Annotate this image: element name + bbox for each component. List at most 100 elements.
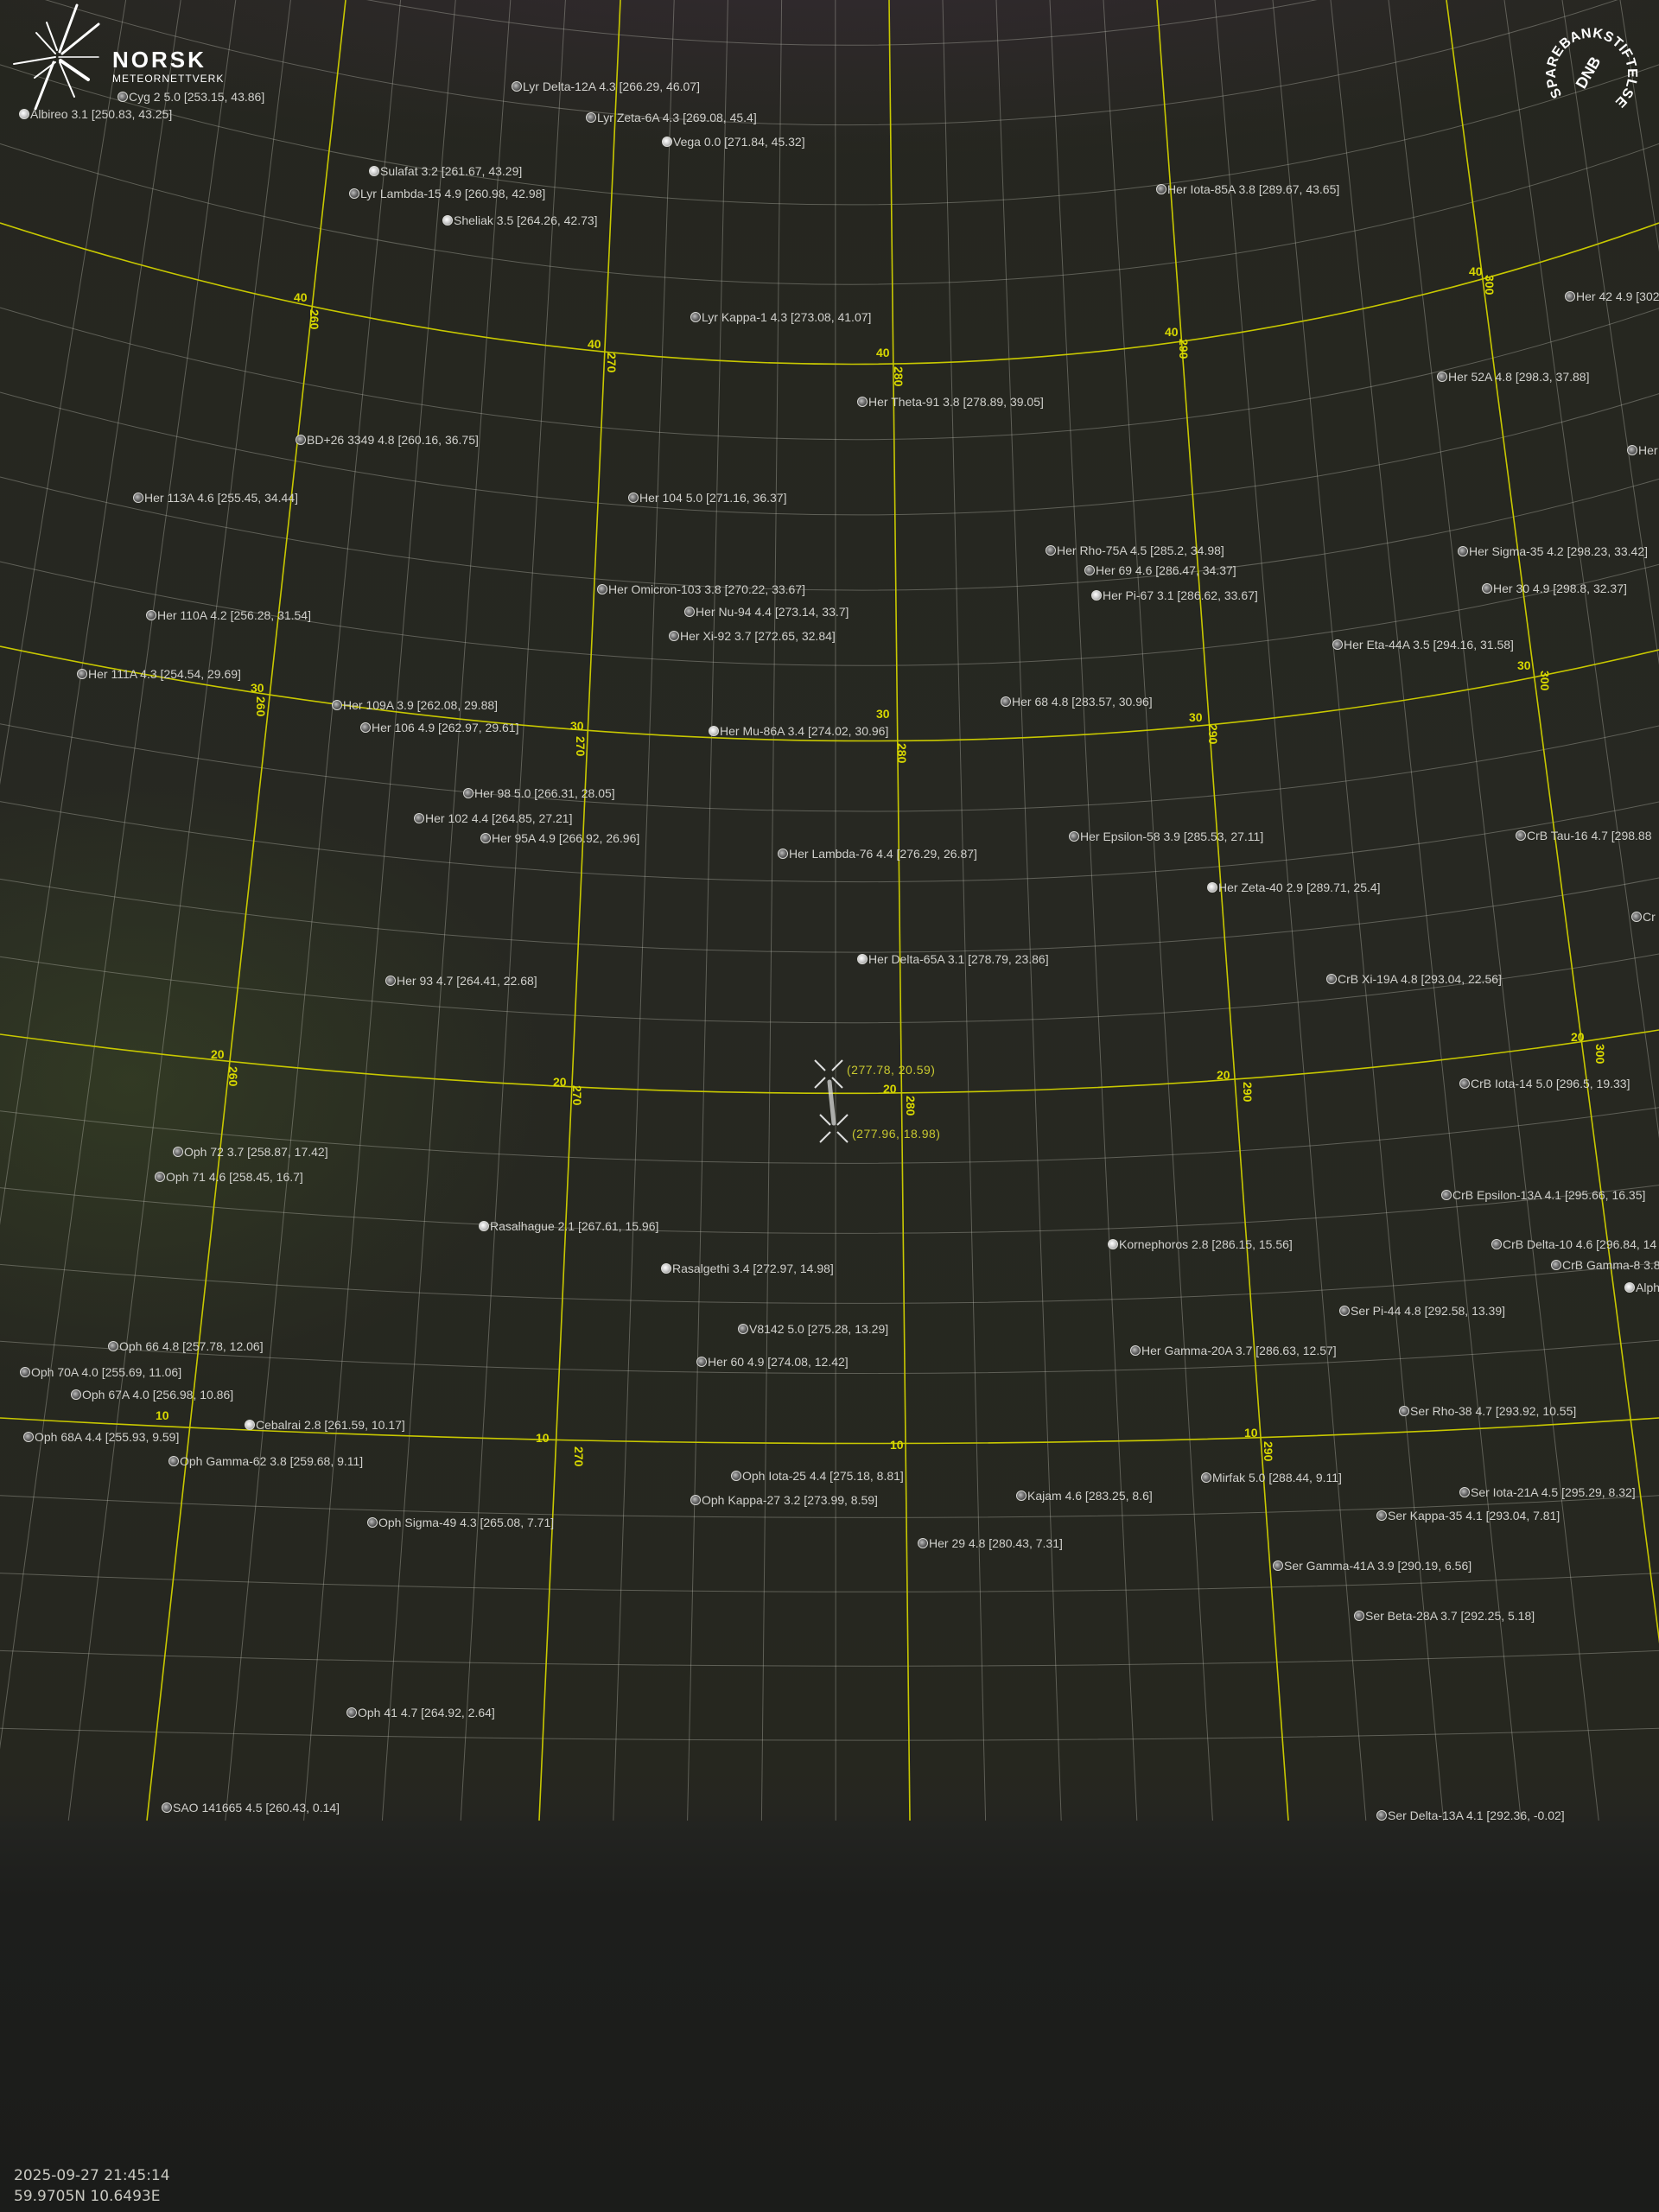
ra-gridline xyxy=(888,0,911,1821)
ra-grid-label: 300 xyxy=(1483,275,1497,296)
star-annotation: Oph 67A 4.0 [256.98, 10.86] xyxy=(71,1388,233,1402)
minor-dec-line xyxy=(0,64,1659,206)
star-annotation: Her Epsilon-58 3.9 [285.53, 27.11] xyxy=(1069,830,1263,843)
ra-grid-label: 280 xyxy=(892,366,906,387)
star-marker-icon xyxy=(1046,545,1056,556)
star-annotation: Oph Sigma-49 4.3 [265.08, 7.71] xyxy=(367,1516,554,1529)
star-marker-icon xyxy=(77,669,87,679)
star-marker-icon xyxy=(1565,291,1575,302)
dec-gridline xyxy=(0,645,1659,742)
star-label: Sheliak 3.5 [264.26, 42.73] xyxy=(454,213,598,227)
star-annotation: V8142 5.0 [275.28, 13.29] xyxy=(738,1322,888,1336)
star-annotation: Her 109A 3.9 [262.08, 29.88] xyxy=(332,698,498,712)
minor-ra-line xyxy=(0,0,181,1226)
dec-grid-label: 40 xyxy=(1469,264,1483,278)
star-marker-icon xyxy=(442,215,453,226)
star-label: V8142 5.0 [275.28, 13.29] xyxy=(749,1322,889,1336)
minor-ra-line xyxy=(760,0,783,1821)
star-label: Oph Sigma-49 4.3 [265.08, 7.71] xyxy=(378,1516,555,1529)
star-label: Her 93 4.7 [264.41, 22.68] xyxy=(397,974,537,988)
star-annotation: Ser Kappa-35 4.1 [293.04, 7.81] xyxy=(1376,1509,1560,1522)
star-label: SAO 141665 4.5 [260.43, 0.14] xyxy=(173,1801,340,1815)
star-annotation: Her Lambda-76 4.4 [276.29, 26.87] xyxy=(778,847,977,861)
star-marker-icon xyxy=(1491,1239,1502,1249)
star-label: Oph 70A 4.0 [255.69, 11.06] xyxy=(31,1365,182,1379)
meteor-streak xyxy=(827,1079,836,1126)
star-annotation: Ser Pi-44 4.8 [292.58, 13.39] xyxy=(1339,1304,1505,1318)
star-annotation: Lyr Lambda-15 4.9 [260.98, 42.98] xyxy=(349,187,545,200)
minor-ra-line xyxy=(225,0,402,1821)
star-annotation: CrB Iota-14 5.0 [296.5, 19.33] xyxy=(1459,1077,1630,1090)
star-annotation: Her 111A 4.3 [254.54, 29.69] xyxy=(77,667,241,681)
star-label: Her Pi-67 3.1 [286.62, 33.67] xyxy=(1103,588,1258,602)
ra-grid-label: 290 xyxy=(1177,339,1191,359)
star-label: CrB Epsilon-13A 4.1 [295.66, 16.35] xyxy=(1452,1188,1646,1202)
star-marker-icon xyxy=(346,1707,357,1718)
star-marker-icon xyxy=(71,1389,81,1400)
minor-dec-line xyxy=(45,0,1618,126)
ra-gridline xyxy=(538,0,621,1821)
star-marker-icon xyxy=(1482,583,1492,594)
star-annotation: Cyg 2 5.0 [253.15, 43.86] xyxy=(118,90,264,104)
star-label: Her Theta-91 3.8 [278.89, 39.05] xyxy=(868,395,1044,409)
dec-grid-label: 30 xyxy=(251,681,264,695)
star-label: Her 69 4.6 [286.47, 34.37] xyxy=(1096,563,1236,577)
star-label: Oph 41 4.7 [264.92, 2.64] xyxy=(358,1706,495,1719)
dec-grid-label: 10 xyxy=(536,1431,550,1445)
star-annotation: Oph 41 4.7 [264.92, 2.64] xyxy=(346,1706,495,1719)
star-marker-icon xyxy=(1156,184,1166,194)
minor-ra-line xyxy=(381,0,512,1821)
star-marker-icon xyxy=(367,1517,378,1528)
dec-gridline xyxy=(0,1029,1659,1095)
star-marker-icon xyxy=(463,788,474,798)
star-label: CrB Gamma-8 3.8 xyxy=(1562,1258,1659,1272)
minor-dec-line xyxy=(0,1107,1659,1164)
star-marker-icon xyxy=(738,1324,748,1334)
star-annotation: Albireo 3.1 [250.83, 43.25] xyxy=(19,107,172,121)
minor-ra-line xyxy=(942,0,987,1821)
dec-grid-label: 40 xyxy=(294,290,308,304)
star-marker-icon xyxy=(1326,974,1337,984)
star-marker-icon xyxy=(669,631,679,641)
minor-ra-line xyxy=(1103,0,1213,1821)
star-label: Her Mu-86A 3.4 [274.02, 30.96] xyxy=(720,724,889,738)
star-label: Cr xyxy=(1643,910,1656,924)
logo-center-text: DNB xyxy=(1573,54,1605,92)
star-marker-icon xyxy=(1354,1611,1364,1621)
star-label: Her 110A 4.2 [256.28, 31.54] xyxy=(157,608,311,622)
dec-grid-label: 40 xyxy=(588,337,601,351)
ra-grid-label: 260 xyxy=(254,696,268,717)
ra-grid-label: 280 xyxy=(904,1096,918,1116)
star-annotation: CrB Gamma-8 3.8 xyxy=(1551,1258,1659,1272)
star-marker-icon xyxy=(696,1357,707,1367)
meteor-track xyxy=(814,1059,849,1143)
star-annotation: Her 60 4.9 [274.08, 12.42] xyxy=(696,1355,849,1369)
star-label: CrB Iota-14 5.0 [296.5, 19.33] xyxy=(1471,1077,1630,1090)
star-marker-icon xyxy=(586,112,596,123)
star-marker-icon xyxy=(684,607,695,617)
minor-ra-line xyxy=(995,0,1062,1821)
star-label: Her 60 4.9 [274.08, 12.42] xyxy=(708,1355,849,1369)
star-label: Her Epsilon-58 3.9 [285.53, 27.11] xyxy=(1080,830,1264,843)
star-marker-icon xyxy=(731,1471,741,1481)
dec-grid-label: 30 xyxy=(1517,658,1531,672)
star-label: Sulafat 3.2 [261.67, 43.29] xyxy=(380,164,523,178)
star-marker-icon xyxy=(1273,1560,1283,1571)
star-annotation: Oph Kappa-27 3.2 [273.99, 8.59] xyxy=(690,1493,878,1507)
dec-grid-label: 20 xyxy=(211,1047,225,1061)
ra-gridline xyxy=(146,0,346,1821)
minor-dec-line xyxy=(0,561,1659,666)
minor-dec-line xyxy=(0,877,1659,953)
star-annotation: Her Mu-86A 3.4 [274.02, 30.96] xyxy=(709,724,888,738)
star-label: CrB Xi-19A 4.8 [293.04, 22.56] xyxy=(1338,972,1502,986)
star-annotation: Her Omicron-103 3.8 [270.22, 33.67] xyxy=(597,582,805,596)
star-marker-icon xyxy=(414,813,424,823)
star-marker-icon xyxy=(1631,912,1642,922)
star-annotation: Oph 72 3.7 [258.87, 17.42] xyxy=(173,1145,328,1159)
logo-title: NORSK xyxy=(112,47,207,73)
star-annotation: Her Rho-75A 4.5 [285.2, 34.98] xyxy=(1046,543,1224,557)
star-label: Ser Iota-21A 4.5 [295.29, 8.32] xyxy=(1471,1485,1636,1499)
star-label: Rasalhague 2.1 [267.61, 15.96] xyxy=(490,1219,659,1233)
